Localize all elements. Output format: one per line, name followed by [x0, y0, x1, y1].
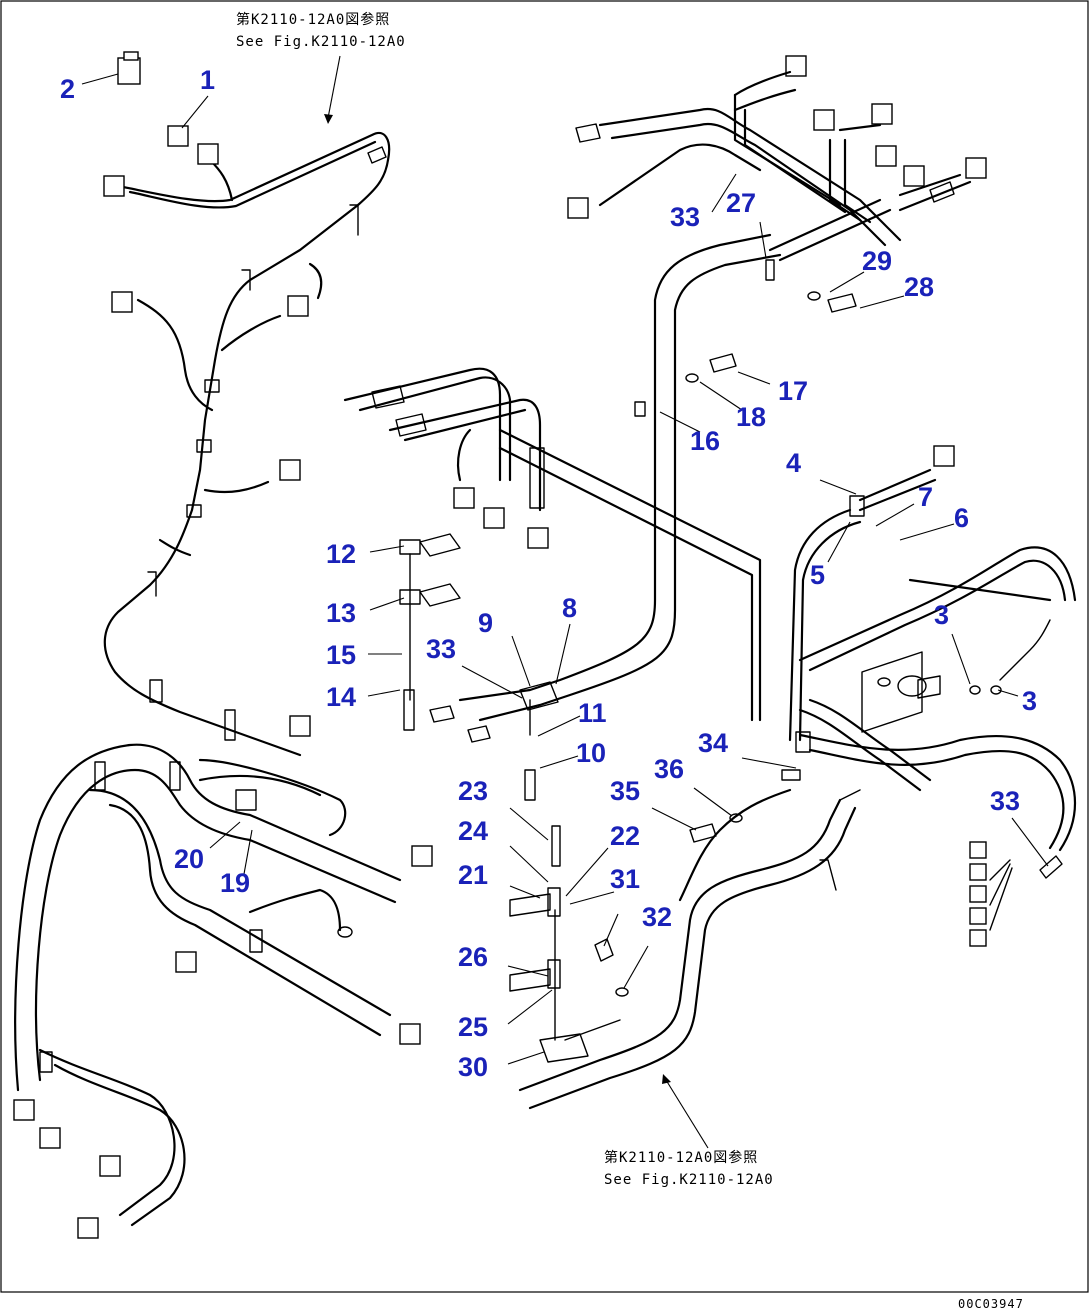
sensor-icon [117, 57, 141, 85]
part-number-callout: 21 [458, 860, 488, 890]
part-number-callout: 12 [326, 539, 356, 569]
upper-right-harness [575, 70, 972, 313]
reference-bottom-line2: See Fig.K2110-12A0 [604, 1172, 774, 1188]
reference-top-line1: 第K2110-12A0図参照 [236, 11, 390, 28]
part-number-callout: 5 [810, 560, 825, 590]
part-number-callout: 30 [458, 1052, 488, 1082]
part-number-callout: 27 [726, 188, 756, 218]
part-number-callout: 10 [576, 738, 606, 768]
part-number-callout: 26 [458, 942, 488, 972]
drawing-code: 00C03947 [958, 1297, 1024, 1311]
part-number-callout: 36 [654, 754, 684, 784]
part-number-callout: 16 [690, 426, 720, 456]
part-number-callout: 19 [220, 868, 250, 898]
part-number-callout: 35 [610, 776, 640, 806]
part-number-callout: 33 [670, 202, 700, 232]
part-number-callout: 6 [954, 503, 969, 533]
part-number-callout: 18 [736, 402, 766, 432]
part-number-callout: 2 [60, 74, 75, 104]
part-number-callout: 23 [458, 776, 488, 806]
center-harness [343, 233, 782, 801]
part-number-callout: 1 [200, 65, 215, 95]
part-number-callout: 13 [326, 598, 356, 628]
part-number-callout: 32 [642, 902, 672, 932]
part-number-callout: 28 [904, 272, 934, 302]
leader-lines [81, 55, 1049, 1149]
left-harness [103, 132, 391, 757]
part-number-callout: 22 [610, 821, 640, 851]
lower-center-harness [509, 788, 857, 1110]
part-number-callout: 25 [458, 1012, 488, 1042]
part-number-callout: 31 [610, 864, 640, 894]
part-number-callout: 11 [578, 698, 607, 728]
lower-left-harness [14, 743, 402, 1227]
part-number-callout: 20 [174, 844, 204, 874]
part-number-callout: 33 [990, 786, 1020, 816]
part-number-callout: 29 [862, 246, 892, 276]
part-number-callout: 4 [786, 448, 801, 478]
part-number-callout: 24 [458, 816, 488, 846]
reference-top-line2: See Fig.K2110-12A0 [236, 34, 406, 50]
part-number-callout: 3 [1022, 686, 1037, 716]
reference-bottom-line1: 第K2110-12A0図参照 [604, 1149, 758, 1166]
part-number-callout: 7 [918, 482, 933, 512]
part-number-callout: 17 [778, 376, 808, 406]
part-number-callout: 9 [478, 608, 493, 638]
right-harness [781, 468, 1077, 931]
part-number-callout: 14 [326, 682, 356, 712]
reference-bottom: 第K2110-12A0図参照 See Fig.K2110-12A0 [604, 1149, 774, 1188]
part-number-callout: 34 [698, 728, 728, 758]
part-number-callout: 33 [426, 634, 456, 664]
connector-icons [13, 51, 987, 1239]
part-number-callout: 15 [326, 640, 356, 670]
part-number-callout: 8 [562, 593, 577, 623]
part-number-callout: 3 [934, 600, 949, 630]
reference-top: 第K2110-12A0図参照 See Fig.K2110-12A0 [236, 11, 406, 50]
part-number-callouts: 1 2 3 3 4 5 6 7 8 9 10 11 12 13 14 15 16… [60, 65, 1037, 1082]
